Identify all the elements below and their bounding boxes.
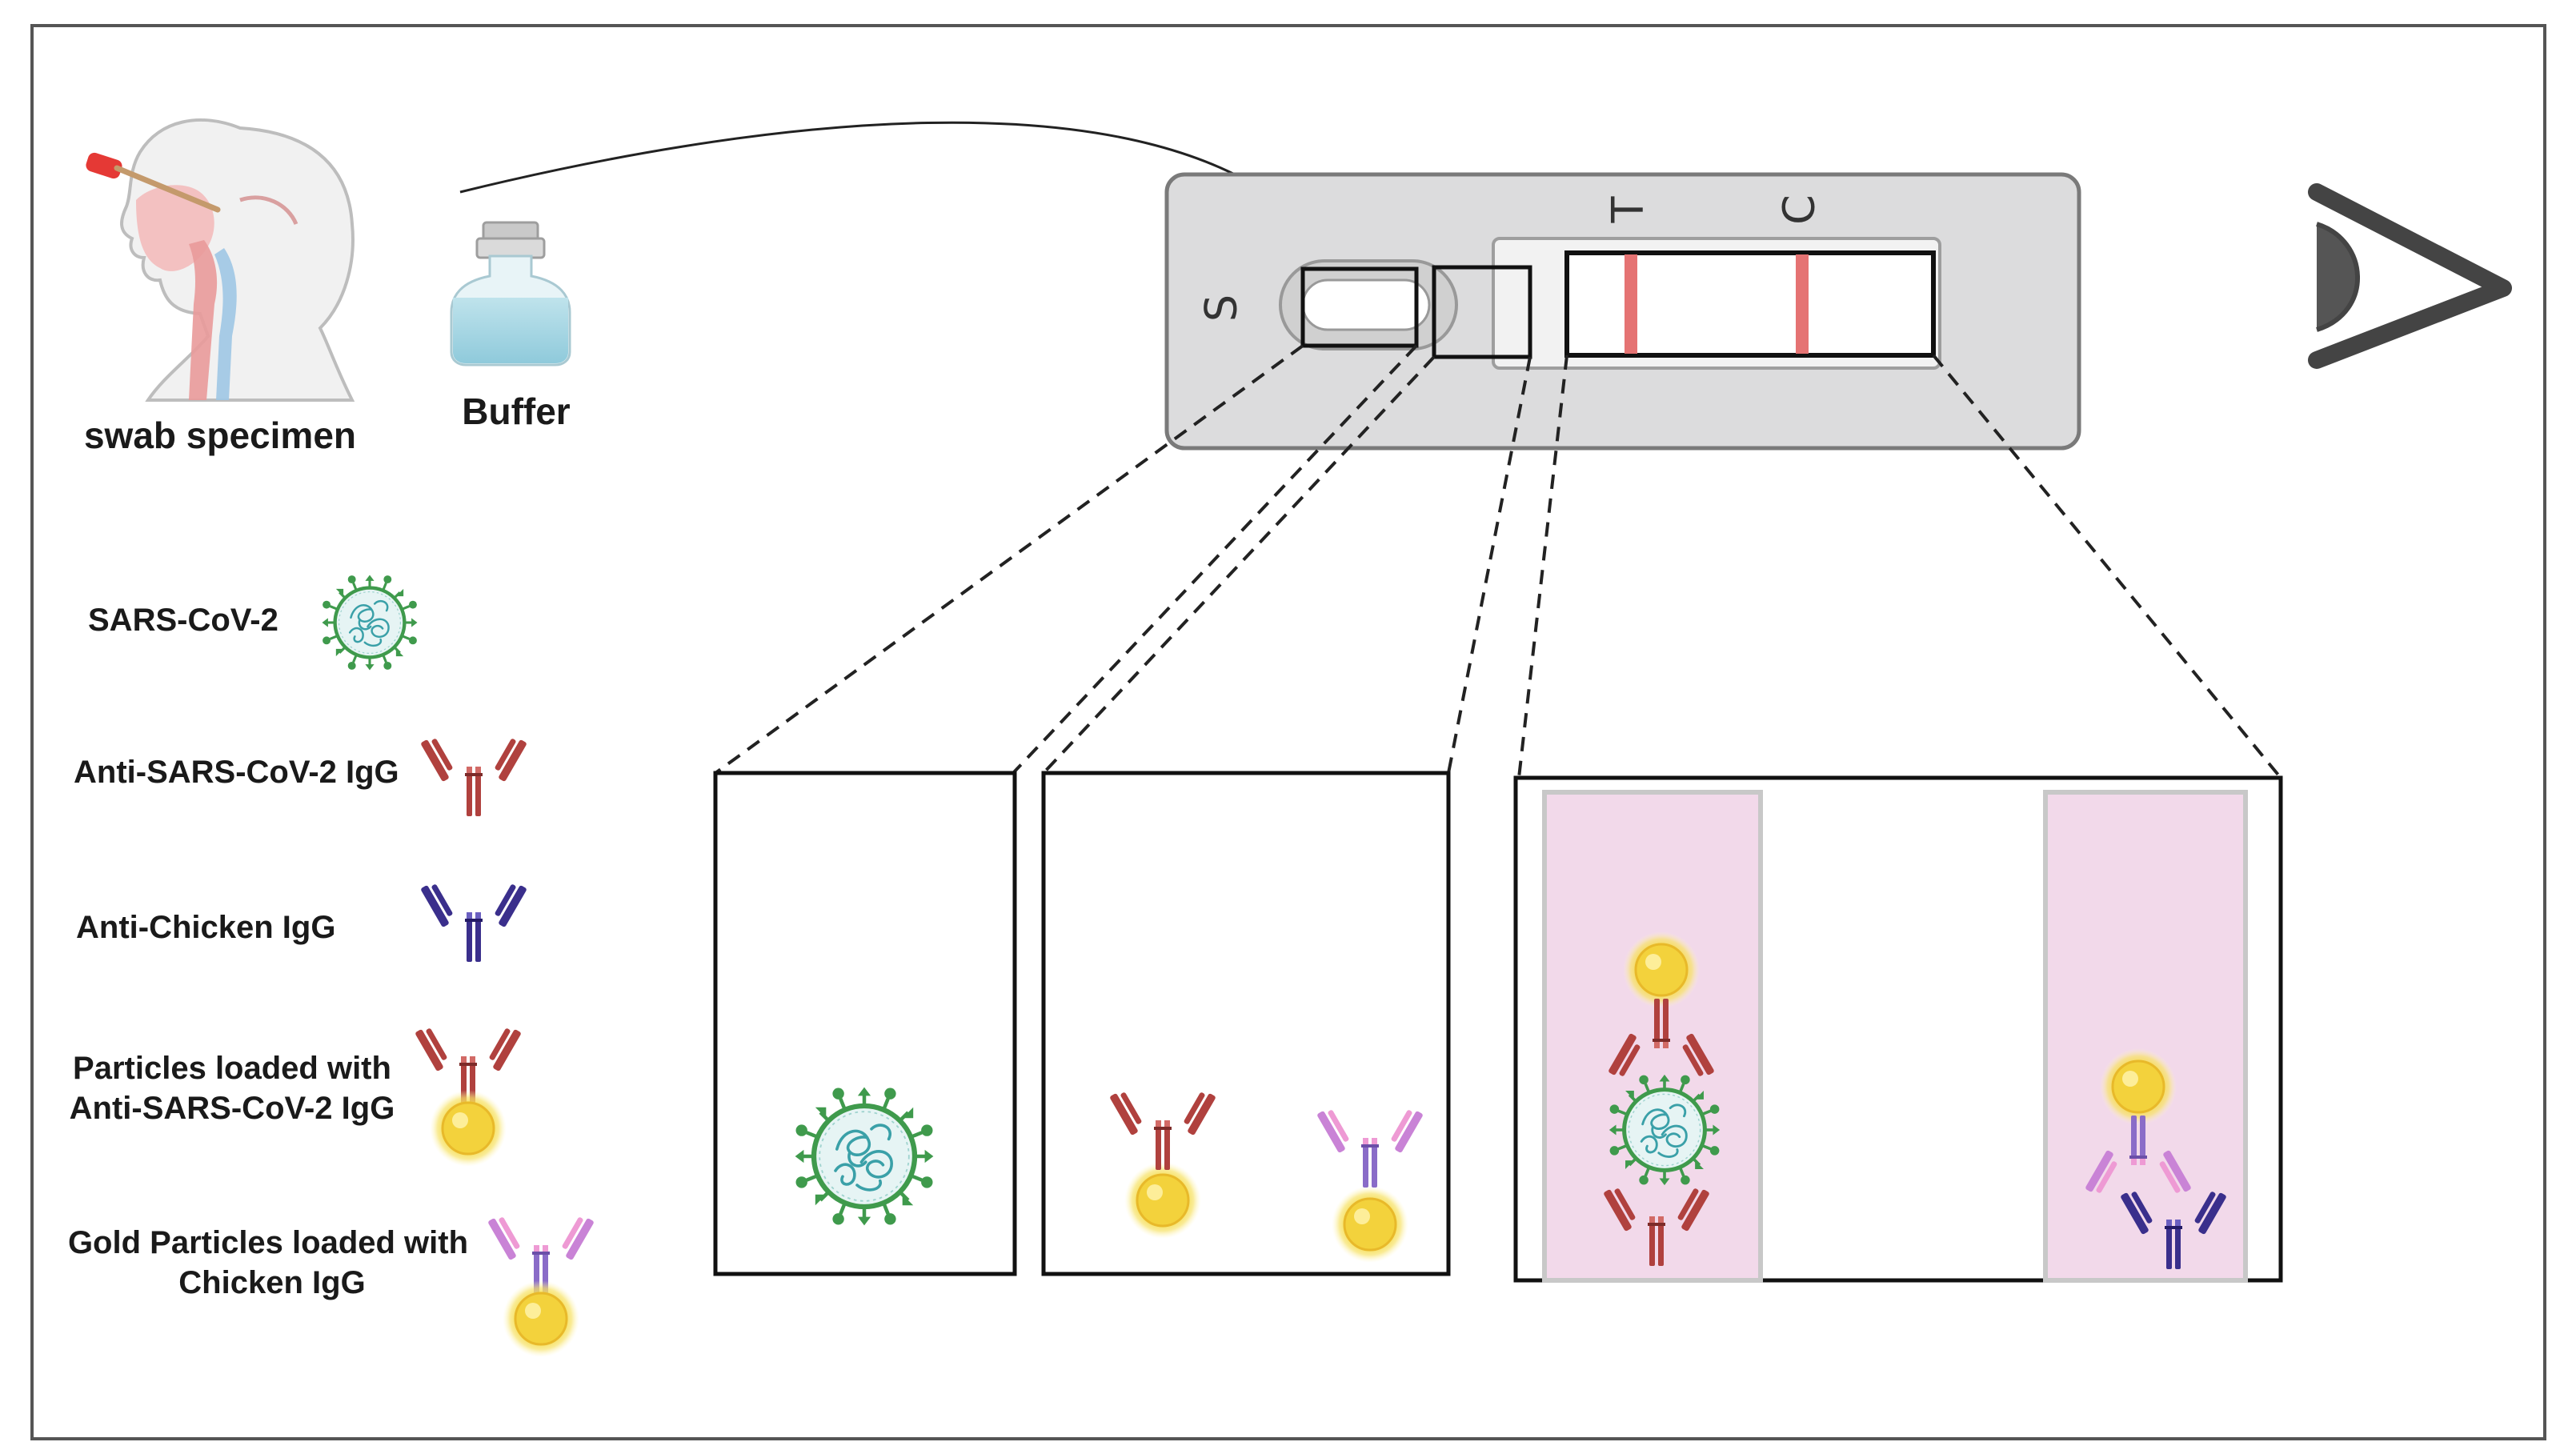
virus-icon: [1609, 1075, 1720, 1185]
legend-sars-cov-2-label: SARS-CoV-2: [88, 603, 278, 638]
sample-pad-box: [1300, 266, 1419, 348]
anti-chicken-igg-icon: [420, 883, 527, 962]
sample-well-letter: S: [1196, 294, 1247, 322]
control-line-letter: C: [1774, 194, 1825, 225]
gold-particle-icon: [1621, 930, 1701, 1010]
test-line: [1625, 254, 1637, 354]
control-line: [1796, 254, 1809, 354]
buffer-label: Buffer: [462, 391, 571, 432]
gold-particle-icon: [1123, 1160, 1203, 1240]
test-zone: [1542, 790, 1763, 1283]
gold-particle-icon: [2098, 1047, 2178, 1127]
result-window: [1564, 250, 1936, 358]
legend-gold-label-line2: Chicken IgG: [178, 1265, 365, 1300]
legend-anti-chicken-igg-label: Anti-Chicken IgG: [76, 910, 335, 945]
legend-gold-label-line1: Gold Particles loaded with: [68, 1225, 468, 1260]
buffer-bottle-icon: [450, 221, 571, 367]
legend-particles-label-line2: Anti-SARS-CoV-2 IgG: [70, 1091, 395, 1126]
legend: SARS-CoV-2 Anti-SARS-CoV-2 IgG Anti-Chic…: [68, 575, 595, 1359]
zoom-lines: [714, 344, 2282, 779]
legend-particles-label-line1: Particles loaded with: [73, 1051, 391, 1086]
legend-anti-sars-igg-label: Anti-SARS-CoV-2 IgG: [74, 755, 399, 790]
test-line-letter: T: [1603, 196, 1653, 224]
anti-sars-igg-icon: [420, 738, 527, 816]
virus-icon: [322, 575, 417, 670]
gold-particle-icon: [1330, 1184, 1410, 1264]
gold-particle-icon: [501, 1279, 581, 1359]
head-swab-icon: [86, 118, 355, 402]
conjugate-pad-box: [1432, 265, 1532, 359]
figure-border: [30, 24, 2546, 1440]
swab-specimen-label: swab specimen: [84, 415, 356, 456]
eye-icon: [2308, 183, 2512, 369]
gold-particle-icon: [428, 1088, 508, 1168]
